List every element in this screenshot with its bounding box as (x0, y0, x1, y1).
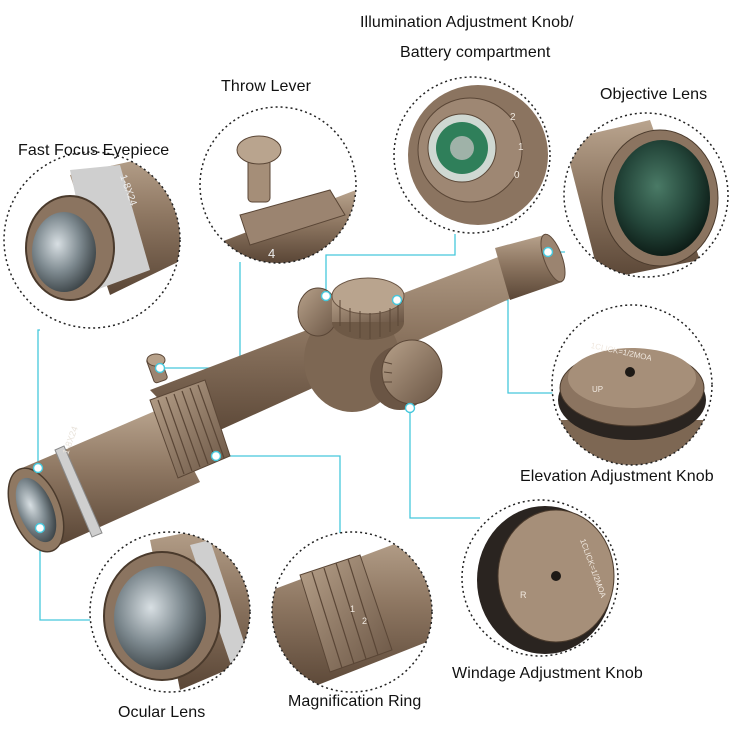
detail-illumination: 2 1 0 (393, 76, 551, 234)
label-illumination-line1: Illumination Adjustment Knob/ (360, 14, 574, 31)
label-illumination-line2: Battery compartment (400, 44, 551, 61)
leader-dots (32, 246, 554, 534)
detail-objective (563, 112, 729, 278)
detail-throw-lever: 4 (199, 106, 357, 264)
detail-magnification: 1 2 (271, 531, 433, 693)
leader-windage (409, 408, 480, 519)
svg-text:4: 4 (268, 246, 275, 261)
label-windage-knob: Windage Adjustment Knob (452, 665, 643, 682)
leader-illumination (325, 234, 456, 296)
label-fast-focus-eyepiece: Fast Focus Eyepiece (18, 142, 170, 159)
leader-eyepiece (37, 329, 40, 468)
label-objective-lens: Objective Lens (600, 86, 708, 103)
detail-ocular (89, 531, 251, 693)
elevation-direction: UP (592, 385, 603, 394)
svg-text:0: 0 (514, 170, 520, 181)
eyepiece-silver-ring (54, 445, 103, 538)
label-elevation-knob: Elevation Adjustment Knob (520, 468, 714, 485)
magnification-ring-shape (149, 379, 231, 479)
label-magnification-ring: Magnification Ring (288, 693, 422, 710)
leader-ocular (39, 528, 90, 621)
leader-throw-lever (160, 262, 241, 369)
svg-text:1: 1 (518, 142, 524, 153)
detail-windage: 1CLICK=1/2MOA R (461, 499, 619, 657)
windage-direction: R (520, 590, 527, 600)
svg-text:1: 1 (350, 604, 355, 614)
detail-elevation: 1CLICK=1/2MOA UP (551, 304, 713, 466)
svg-text:2: 2 (362, 616, 367, 626)
label-ocular-lens: Ocular Lens (118, 704, 206, 721)
leader-magnification (216, 455, 341, 533)
svg-text:2: 2 (510, 112, 516, 123)
elevation-knob-shape (331, 277, 405, 340)
detail-eyepiece: 1-8X24 (3, 151, 181, 329)
label-throw-lever: Throw Lever (221, 78, 312, 95)
eyepiece-tube (22, 408, 200, 545)
rifle-scope: 1-8X24 (7, 233, 566, 553)
